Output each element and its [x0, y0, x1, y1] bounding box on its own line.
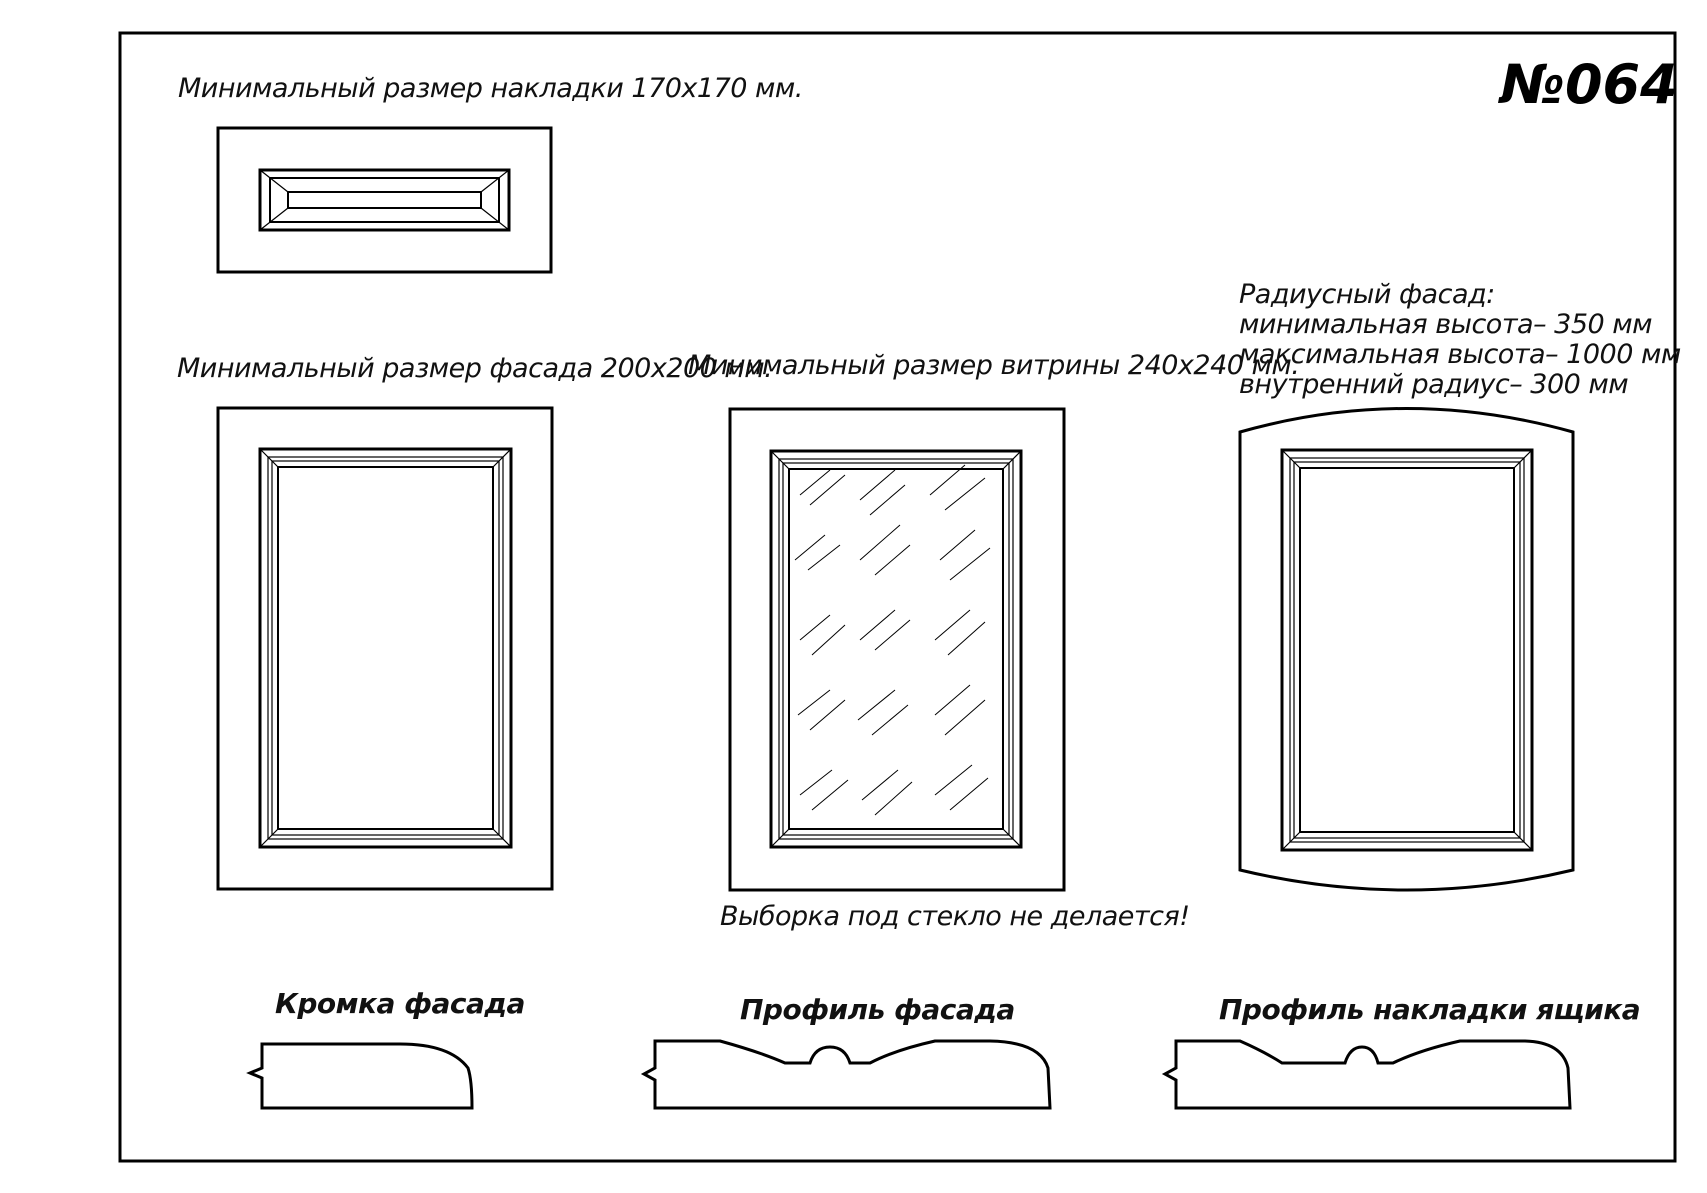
facade-profile-label: Профиль фасада: [740, 993, 1015, 1026]
radius-facade-title: Радиусный фасад:: [1239, 279, 1495, 310]
facade-min-size-label: Минимальный размер фасада 200х200 мм.: [177, 353, 772, 384]
drawer-profile-section: [1161, 1039, 1572, 1110]
glass-reflection-hatching: [794, 464, 991, 816]
drawer-profile-label: Профиль накладки ящика: [1219, 993, 1640, 1026]
showcase-panel: [728, 407, 1066, 892]
edge-profile-section: [246, 1042, 474, 1110]
radius-max-height: максимальная высота– 1000 мм: [1239, 339, 1681, 370]
radius-min-height: минимальная высота– 350 мм: [1239, 309, 1652, 340]
edge-profile-label: Кромка фасада: [275, 987, 525, 1020]
facade-profile-section: [640, 1039, 1052, 1110]
sheet-border: [118, 31, 1677, 1163]
sheet-number: №064: [1498, 53, 1678, 116]
radius-facade-panel: [1238, 407, 1575, 892]
overlay-panel: [216, 126, 553, 274]
glass-note: Выборка под стекло не делается!: [720, 901, 1190, 932]
overlay-min-size-label: Минимальный размер накладки 170х170 мм.: [178, 73, 803, 104]
radius-inner-radius: внутренний радиус– 300 мм: [1239, 369, 1628, 400]
showcase-min-size-label: Минимальный размер витрины 240х240 мм.: [688, 350, 1299, 381]
facade-panel: [216, 406, 554, 891]
